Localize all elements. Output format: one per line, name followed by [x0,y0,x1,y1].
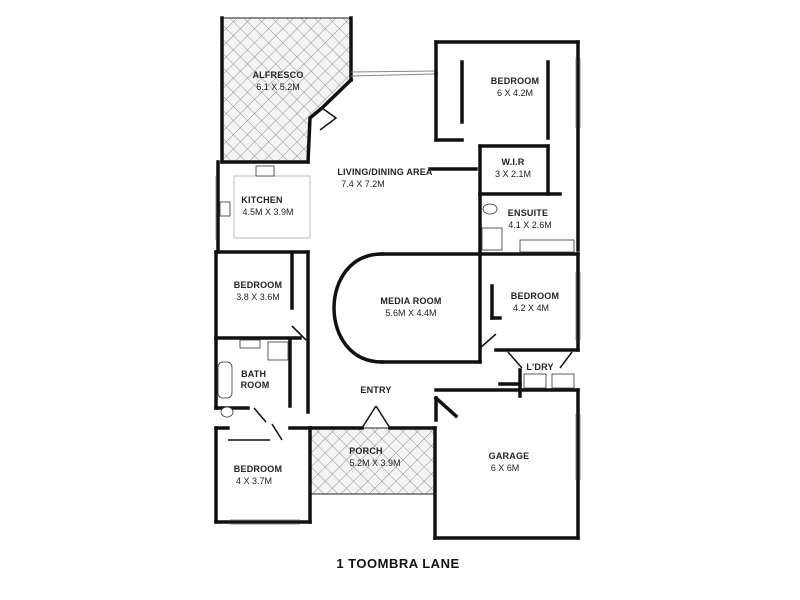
room-dims-bedroom-3: 4.2 X 4M [513,303,549,313]
room-name-porch: PORCH [349,446,383,456]
room-labels: ALFRESCO 6.1 X 5.2M BEDROOM 6 X 4.2M W.I… [234,70,559,486]
room-name-kitchen: KITCHEN [241,195,282,205]
room-dims-wir: 3 X 2.1M [495,169,531,179]
room-name-bedroom-4: BEDROOM [234,464,282,474]
bathroom-toilet-icon [220,406,234,418]
plan-title: 1 TOOMBRA LANE [336,556,459,571]
room-name-media: MEDIA ROOM [380,296,441,306]
shower-icon [481,227,503,251]
fixtures [217,165,575,418]
bath-vanity-icon [239,339,261,349]
room-name-bedroom-master: BEDROOM [491,76,539,86]
room-name-entry: ENTRY [360,385,391,395]
room-name-ensuite: ENSUITE [508,208,548,218]
room-name-bedroom-2: BEDROOM [234,280,282,290]
room-dims-garage: 6 X 6M [491,463,520,473]
room-name-laundry: L'DRY [526,362,553,372]
room-name-alfresco: ALFRESCO [252,70,303,80]
laundry-tub-icon [523,373,547,389]
room-name-bedroom-3: BEDROOM [511,291,559,301]
room-dims-alfresco: 6.1 X 5.2M [256,82,300,92]
room-name-bathroom-text: BATH [241,369,266,379]
room-dims-living: 7.4 X 7.2M [341,179,385,189]
room-name-bathroom: BATH ROOM [241,369,270,390]
ensuite-toilet-icon [482,203,498,215]
walls [214,16,581,540]
room-name-living: LIVING/DINING AREA [337,167,433,177]
room-dims-kitchen: 4.5M X 3.9M [242,207,293,217]
cooktop-icon [219,201,231,217]
room-dims-bedroom-master: 6 X 4.2M [497,88,533,98]
room-dims-ensuite: 4.1 X 2.6M [508,220,552,230]
room-dims-bedroom-2: 3.8 X 3.6M [236,292,280,302]
room-dims-bedroom-4: 4 X 3.7M [236,476,272,486]
room-dims-porch: 5.2M X 3.9M [349,458,400,468]
ensuite-vanity-icon [519,239,575,253]
room-name-wir: W.I.R [502,157,525,167]
washer-icon [551,373,575,389]
room-name-garage: GARAGE [489,451,530,461]
bath-shower-icon [267,341,289,361]
room-dims-media: 5.6M X 4.4M [385,308,436,318]
kitchen-sink-icon [255,165,275,177]
bathtub-icon [217,361,233,399]
room-name-bathroom-text-line2: ROOM [241,380,270,390]
